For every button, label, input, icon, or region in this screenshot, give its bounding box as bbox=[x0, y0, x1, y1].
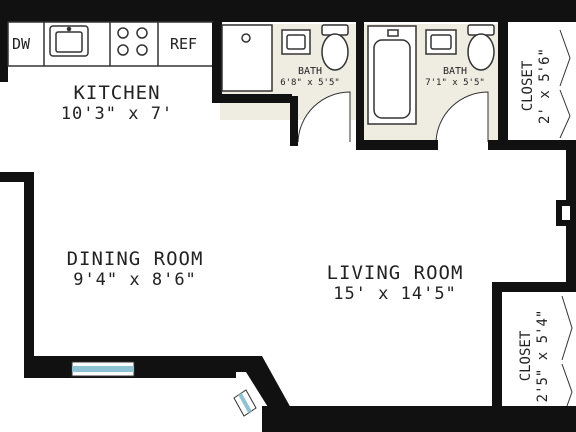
refrigerator-label: REF bbox=[170, 35, 198, 53]
bath2-name: BATH bbox=[442, 66, 468, 77]
dining-window-glass bbox=[72, 366, 134, 372]
bath-bottom-wall bbox=[356, 140, 438, 150]
bath2-tub bbox=[367, 25, 417, 125]
kitchen-name: KITCHEN bbox=[73, 82, 161, 104]
bath2-sink bbox=[425, 29, 457, 55]
kitchen-counter bbox=[7, 21, 214, 67]
closet2-door bbox=[561, 295, 573, 421]
bath1-right-wall bbox=[290, 96, 298, 146]
closet1-name: CLOSET bbox=[520, 60, 536, 112]
kitchen-right-wall bbox=[212, 22, 222, 102]
dining-left-wall-top bbox=[0, 172, 34, 182]
bath2-dims: 7'1" x 5'5" bbox=[425, 78, 485, 88]
living-room-name: LIVING ROOM bbox=[326, 262, 464, 284]
closet2-top-wall bbox=[492, 282, 576, 292]
top-wall bbox=[0, 0, 576, 22]
living-room-dims: 15' x 14'5" bbox=[333, 284, 457, 304]
bath1-dims: 6'8" x 5'5" bbox=[280, 78, 340, 88]
bath1-door-swing bbox=[297, 91, 351, 143]
bath2-door-swing bbox=[435, 91, 489, 143]
closet1-bottom-wall bbox=[488, 140, 576, 150]
bath1-shower bbox=[221, 24, 273, 92]
bath2-label: BATH 7'1" x 5'5" bbox=[410, 66, 500, 89]
kitchen-sink bbox=[49, 25, 89, 57]
bath1-name: BATH bbox=[297, 66, 323, 77]
bath1-toilet bbox=[321, 24, 349, 71]
wall-fixture-inner bbox=[562, 206, 570, 220]
angled-window bbox=[233, 389, 257, 417]
angled-wall bbox=[236, 356, 292, 420]
closet1-dims: 2' x 5'6" bbox=[537, 48, 553, 124]
bath2-toilet bbox=[467, 24, 495, 71]
closet1-door bbox=[559, 29, 571, 139]
dining-room-name: DINING ROOM bbox=[66, 248, 204, 270]
closet2-label: CLOSET 2'5" x 5'4" bbox=[518, 296, 558, 416]
closet2-name: CLOSET bbox=[518, 330, 534, 382]
stove bbox=[117, 27, 148, 56]
closet2-left-wall bbox=[492, 282, 502, 432]
living-bottom-wall bbox=[262, 406, 576, 432]
closet2-dims: 2'5" x 5'4" bbox=[535, 309, 551, 403]
dishwasher-label: DW bbox=[12, 35, 31, 53]
dining-room-dims: 9'4" x 8'6" bbox=[73, 270, 197, 290]
bath1-sink bbox=[281, 29, 311, 55]
dining-room-label: DINING ROOM 9'4" x 8'6" bbox=[40, 248, 230, 290]
closet1-label: CLOSET 2' x 5'6" bbox=[520, 36, 560, 136]
living-room-label: LIVING ROOM 15' x 14'5" bbox=[300, 262, 490, 304]
kitchen-label: KITCHEN 10'3" x 7' bbox=[32, 82, 202, 124]
bath2-right-wall bbox=[498, 22, 508, 150]
kitchen-dims: 10'3" x 7' bbox=[60, 104, 174, 124]
bath1-label: BATH 6'8" x 5'5" bbox=[265, 66, 355, 89]
dining-left-wall bbox=[24, 172, 34, 378]
bath-divider-wall bbox=[356, 22, 364, 150]
bath1-bottom-wall-left bbox=[212, 94, 292, 103]
kitchen-left-wall bbox=[0, 22, 8, 82]
